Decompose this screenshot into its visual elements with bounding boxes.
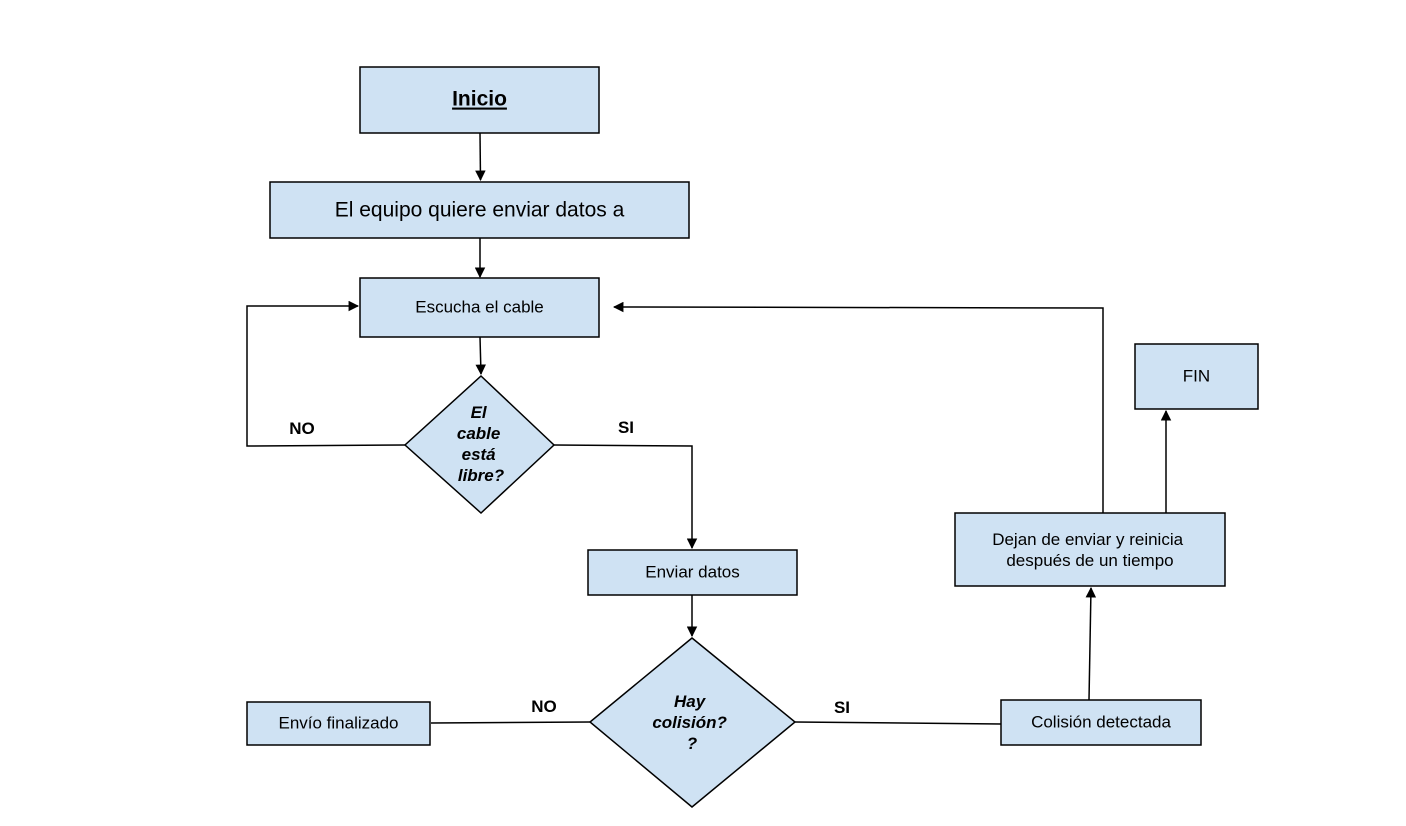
node-inicio: Inicio — [359, 66, 600, 134]
decision-cable-libre: El cable está libre? — [403, 374, 556, 515]
decision-hay-colision: Hay colisión? ? — [588, 637, 797, 808]
svg-text:Hay colisión? ?: Hay colisión? ? — [652, 692, 731, 753]
node-enviar-label: Enviar datos — [645, 562, 740, 581]
decision-cable-libre-line-2: cable — [457, 424, 500, 443]
decision-hay-colision-line-3: ? — [687, 734, 698, 753]
svg-text:Dejan de enviar y reinicia: Dejan de enviar y reinicia después de un… — [992, 530, 1188, 570]
edge-labels: NO SI NO SI — [289, 418, 850, 717]
edge-dejan-back-to-escucha — [612, 301, 1104, 513]
edge-inicio-to-equipo — [475, 132, 486, 182]
node-fin-label: FIN — [1183, 366, 1210, 385]
edge-escucha-to-decision — [475, 336, 486, 376]
decision-hay-colision-line-2: colisión? — [652, 713, 727, 732]
connectors — [246, 132, 1172, 725]
decision-cable-libre-line-1: El — [471, 403, 488, 422]
node-envio-finalizado-label: Envío finalizado — [278, 713, 398, 732]
node-dejan-line-1: Dejan de enviar y reinicia — [992, 530, 1183, 549]
node-equipo-quiere-enviar: El equipo quiere enviar datos a — [269, 181, 690, 239]
node-colision-detectada: Colisión detectada — [1000, 699, 1202, 746]
node-colision-detectada-label: Colisión detectada — [1031, 712, 1171, 731]
node-dejan-de-enviar: Dejan de enviar y reinicia después de un… — [954, 512, 1226, 587]
decision-cable-libre-line-4: libre? — [458, 466, 505, 485]
node-fin: FIN — [1134, 343, 1259, 410]
decision-hay-colision-line-1: Hay — [674, 692, 707, 711]
node-inicio-label: Inicio — [452, 88, 507, 111]
decision-cable-libre-line-3: está — [462, 445, 496, 464]
edge-no-to-envio-finalizado — [430, 721, 591, 724]
edge-detectada-to-dejan — [1085, 586, 1097, 701]
edge-label-si-colision: SI — [834, 698, 850, 717]
edge-label-si-cable: SI — [618, 418, 634, 437]
node-enviar-datos: Enviar datos — [587, 549, 798, 596]
node-escucha-el-cable: Escucha el cable — [359, 277, 600, 338]
node-dejan-line-2: después de un tiempo — [1006, 551, 1173, 570]
edge-si-to-enviar — [553, 444, 698, 550]
edge-label-no-colision: NO — [531, 697, 557, 716]
edge-no-loop-back — [246, 300, 406, 447]
node-equipo-label: El equipo quiere enviar datos a — [335, 199, 625, 222]
node-envio-finalizado: Envío finalizado — [246, 701, 431, 746]
svg-text:El cable está: El cable está libre? — [457, 403, 505, 485]
edge-label-no-cable: NO — [289, 419, 315, 438]
edge-si-to-colision-detectada — [794, 721, 1002, 725]
node-escucha-label: Escucha el cable — [415, 297, 544, 316]
